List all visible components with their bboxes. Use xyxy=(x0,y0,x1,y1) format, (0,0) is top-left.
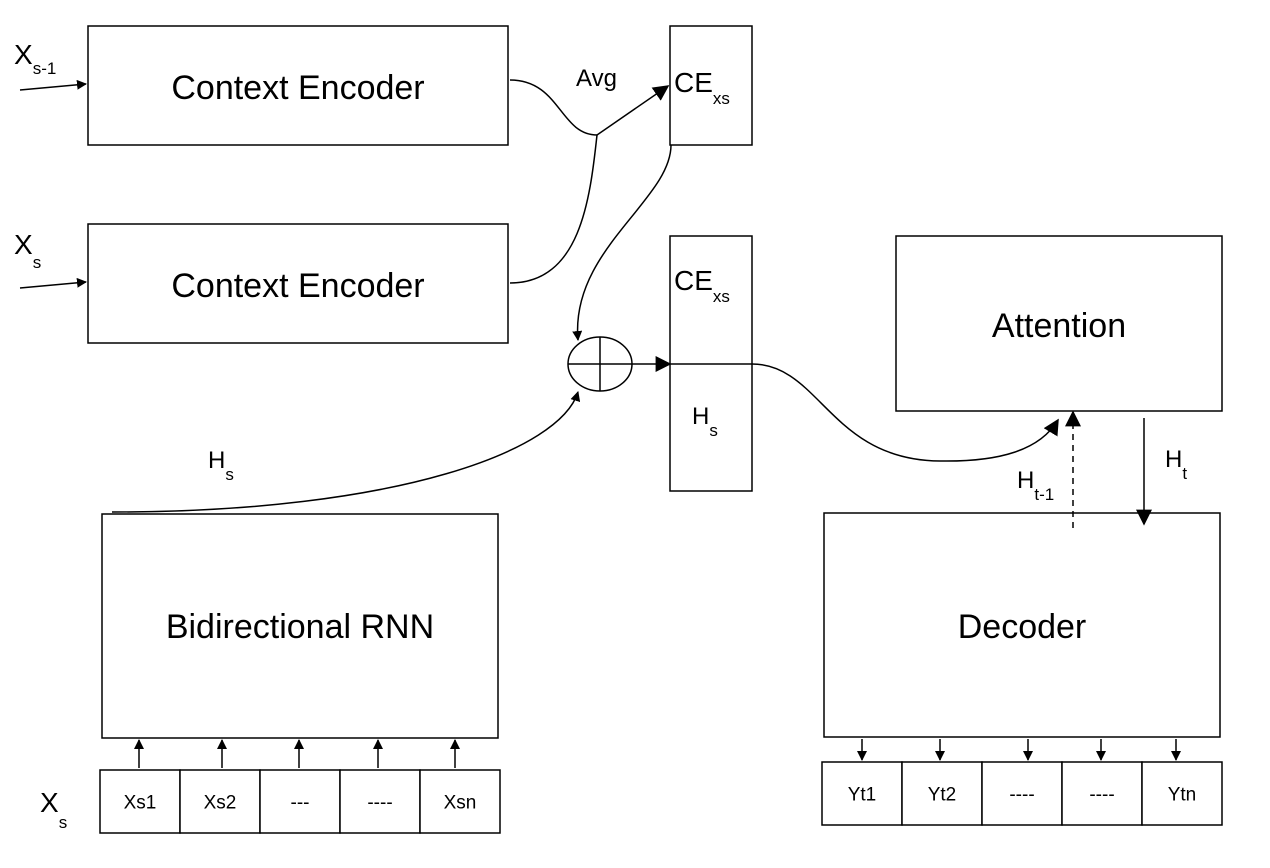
hs-label: Hs xyxy=(208,447,234,484)
context-encoder-1-label: Context Encoder xyxy=(171,69,424,107)
output-token-cell: Ytn xyxy=(1141,739,1223,826)
output-token-cell: ---- xyxy=(1061,739,1143,826)
avg-label: Avg xyxy=(576,65,617,92)
output-token-label: ---- xyxy=(1009,785,1034,806)
ce-to-combine-arrow xyxy=(572,144,672,341)
context-encoder-2-block: Context Encoder xyxy=(87,223,509,344)
decoder-label: Decoder xyxy=(958,608,1087,646)
context-encoder-2-label: Context Encoder xyxy=(171,267,424,305)
output-token-row: Yt1 Yt2 ---- ---- Ytn xyxy=(821,739,1223,826)
input-token-cell: Xsn xyxy=(419,739,501,834)
input-x-curr-arrow xyxy=(19,277,87,289)
input-token-label: ---- xyxy=(367,793,392,814)
bidirectional-rnn-label: Bidirectional RNN xyxy=(166,608,434,646)
ht-prev-label: Ht-1 xyxy=(1017,467,1054,504)
input-token-cell: --- xyxy=(259,739,341,834)
input-token-label: --- xyxy=(291,793,310,814)
avg-to-ce-arrow xyxy=(596,85,670,136)
output-token-cell: Yt1 xyxy=(821,739,903,826)
output-token-cell: Yt2 xyxy=(901,739,983,826)
attention-block: Attention xyxy=(895,235,1223,412)
context-encoder-1-block: Context Encoder xyxy=(87,25,509,146)
input-tokens-label: Xs xyxy=(40,787,67,832)
concat-to-attention-curve xyxy=(751,363,1059,462)
input-token-label: Xsn xyxy=(444,793,477,814)
input-x-prev-label: Xs-1 xyxy=(14,39,56,78)
ce-top-label: CExs xyxy=(674,67,730,108)
output-token-label: ---- xyxy=(1089,785,1114,806)
output-token-label: Yt1 xyxy=(848,785,877,806)
input-token-cell: Xs1 xyxy=(99,739,181,834)
concat-hs-label: Hs xyxy=(692,403,718,440)
input-token-cell: ---- xyxy=(339,739,421,834)
rnn-to-combine-curve xyxy=(111,391,581,513)
concat-block: CExs Hs xyxy=(669,235,753,492)
input-token-label: Xs2 xyxy=(204,793,237,814)
bidirectional-rnn-block: Bidirectional RNN xyxy=(101,513,499,739)
encoder-2-to-avg-curve xyxy=(509,134,598,284)
input-x-curr-label: Xs xyxy=(14,229,41,272)
output-token-cell: ---- xyxy=(981,739,1063,826)
concat-ce-label: CExs xyxy=(674,265,730,306)
attention-label: Attention xyxy=(992,307,1126,345)
output-token-label: Yt2 xyxy=(928,785,957,806)
encoder-1-to-avg-curve xyxy=(509,79,598,136)
input-x-prev-arrow xyxy=(19,79,87,91)
combine-plus-icon xyxy=(567,336,633,392)
output-token-label: Ytn xyxy=(1168,785,1197,806)
decoder-block: Decoder xyxy=(823,512,1221,738)
ce-top-block: CExs xyxy=(669,25,753,146)
ht-label: Ht xyxy=(1165,446,1187,483)
input-token-label: Xs1 xyxy=(124,793,157,814)
input-token-cell: Xs2 xyxy=(179,739,261,834)
